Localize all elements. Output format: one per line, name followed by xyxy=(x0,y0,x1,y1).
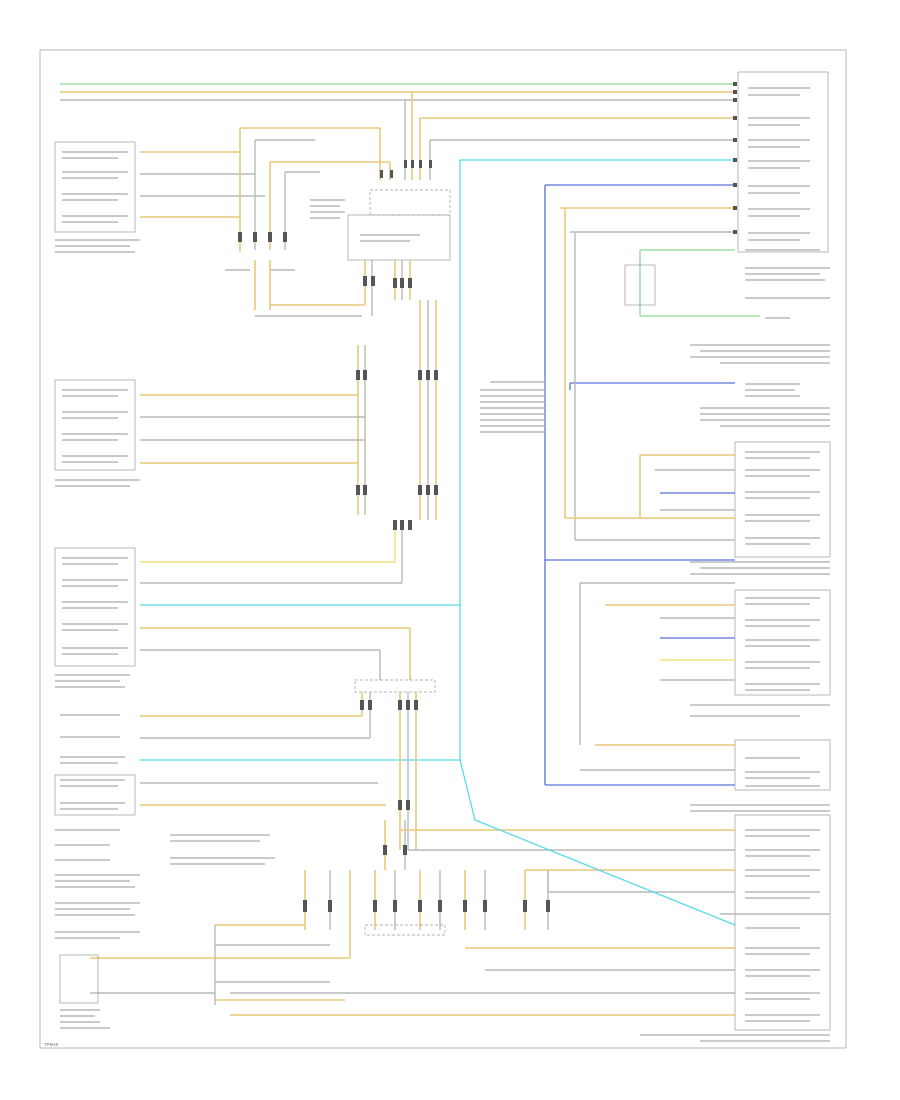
right-transmission xyxy=(545,559,831,791)
bottom-harness xyxy=(59,759,736,1029)
central-relay-block xyxy=(225,92,451,317)
legend-notes xyxy=(55,829,275,939)
left-sensor-group xyxy=(54,692,460,850)
diagram-code: 7P6H8 xyxy=(44,1042,58,1047)
diagram-border xyxy=(39,49,847,1049)
right-body-module xyxy=(624,249,830,364)
right-connector-group-top xyxy=(733,71,829,253)
harness-trunk xyxy=(356,160,461,760)
left-module-middle xyxy=(54,379,365,487)
top-power-rails xyxy=(60,83,735,233)
left-module-upper xyxy=(54,141,265,253)
right-transfer-case xyxy=(480,185,830,785)
right-connector-group-mid xyxy=(564,208,831,575)
left-module-lower xyxy=(54,520,460,693)
right-connector-group-bottom xyxy=(640,804,831,1042)
